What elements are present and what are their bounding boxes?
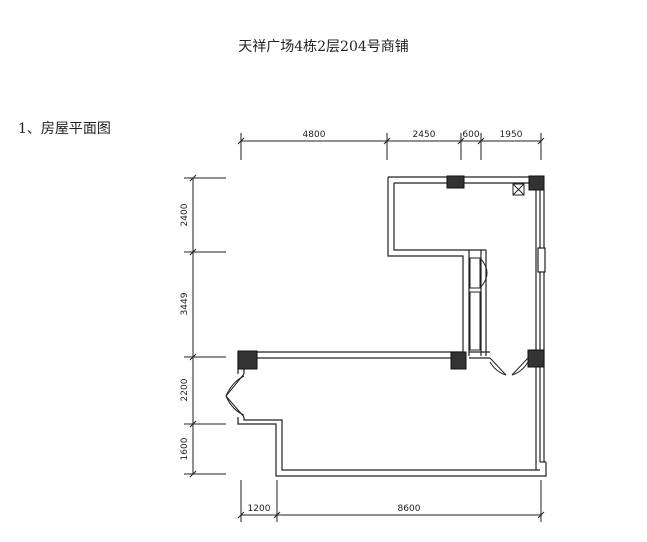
dim-left-2400: 2400 [180,203,190,226]
walls [237,176,547,477]
column-mid-right [527,349,545,368]
dim-top-2450: 2450 [413,130,436,140]
cabinets [469,257,488,351]
dim-top-4800: 4800 [303,130,326,140]
dim-left-3449: 3449 [180,292,190,315]
column-mid-left [237,350,258,370]
top-dimensions [237,133,545,160]
bottom-dimensions [237,480,545,522]
dim-top-600: 600 [462,130,479,140]
page-title: 天祥广场4栋2层204号商铺 [238,39,409,55]
column-mid-center [450,351,467,370]
column-top-right [528,175,545,191]
shaft-box [512,183,525,196]
doors [225,357,529,418]
dim-bottom-1200: 1200 [248,504,271,514]
column-top-middle [446,175,465,189]
dim-left-1600: 1600 [180,437,190,460]
dim-left-2200: 2200 [180,378,190,401]
left-dimensions [184,174,226,478]
dim-top-1950: 1950 [500,130,523,140]
section-label: 1、房屋平面图 [18,121,111,137]
dim-bottom-8600: 8600 [398,504,421,514]
columns [237,175,545,370]
